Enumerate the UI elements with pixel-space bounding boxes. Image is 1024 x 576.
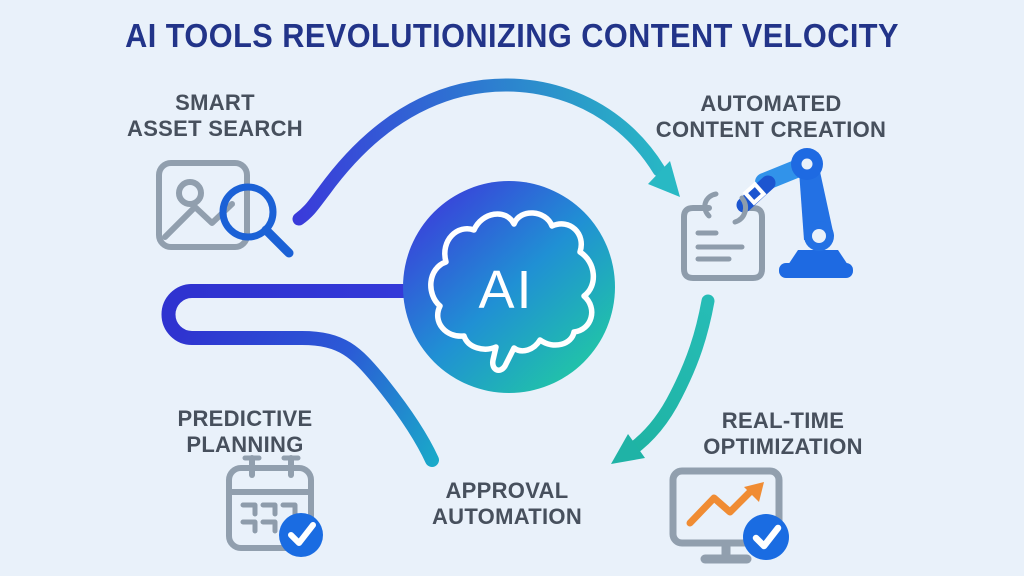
magnifier-handle (261, 225, 294, 258)
label-line: OPTIMIZATION (703, 434, 863, 459)
label-predictive-planning: PREDICTIVE PLANNING (177, 406, 312, 458)
monitor-trend-check-icon (669, 467, 789, 564)
flow-arrow-top-head (648, 161, 680, 197)
label-approval-automation: APPROVAL AUTOMATION (432, 478, 582, 530)
flow-arrow-right-head (611, 434, 645, 464)
label-line: AUTOMATION (431, 504, 583, 529)
document-outline (681, 205, 765, 281)
flow-arrow-right-curve (624, 294, 715, 457)
flow-connector-loop-tail (161, 284, 439, 467)
image-sun (176, 179, 204, 207)
label-line: REAL-TIME (721, 408, 845, 433)
trend-line (686, 486, 756, 527)
check-icon (752, 524, 782, 550)
robot-arm-document-icon (681, 148, 853, 281)
calendar-date-marks (240, 502, 298, 534)
page-title-row: AI TOOLS REVOLUTIONIZING CONTENT VELOCIT… (0, 17, 1024, 55)
monitor-screen (669, 467, 783, 547)
image-frame (156, 160, 250, 250)
check-badge (743, 514, 789, 560)
flow-arrow-right (611, 294, 715, 464)
brain-icon (428, 210, 596, 373)
robot-column (799, 167, 834, 240)
image-search-icon (156, 160, 294, 258)
label-line: PREDICTIVE (177, 406, 313, 431)
flow-connector-loop (161, 284, 439, 467)
check-icon (288, 522, 316, 546)
page-title: AI TOOLS REVOLUTIONIZING CONTENT VELOCIT… (125, 17, 899, 54)
flow-arrow-top (292, 78, 680, 226)
ai-brain-label: AI (478, 260, 533, 320)
label-line: PLANNING (186, 432, 304, 457)
label-line: AUTOMATED (700, 91, 842, 116)
calendar-body (226, 465, 314, 551)
robot-forearm (736, 175, 776, 213)
robot-base-bar (779, 263, 853, 278)
robot-claw-left (702, 191, 719, 219)
calendar-check-icon (226, 455, 323, 557)
label-line: SMART (175, 90, 255, 115)
label-smart-asset-search: SMART ASSET SEARCH (127, 90, 303, 142)
ai-center-node: AI (403, 181, 615, 393)
flow-arrow-top-curve (292, 78, 666, 226)
label-line: APPROVAL (445, 478, 569, 503)
robot-claw-right (732, 195, 748, 225)
robot-base (788, 250, 848, 265)
robot-shoulder-hole (801, 158, 813, 170)
label-line: ASSET SEARCH (127, 116, 303, 141)
robot-joint-lower-hole (812, 229, 826, 243)
magnifier-lens (219, 183, 277, 241)
label-line: CONTENT CREATION (655, 117, 887, 142)
label-automated-content-creation: AUTOMATED CONTENT CREATION (656, 91, 887, 143)
trend-arrow-head (744, 482, 764, 502)
robot-wrist (742, 181, 767, 206)
label-real-time-optimization: REAL-TIME OPTIMIZATION (703, 408, 863, 460)
check-badge (279, 513, 323, 557)
